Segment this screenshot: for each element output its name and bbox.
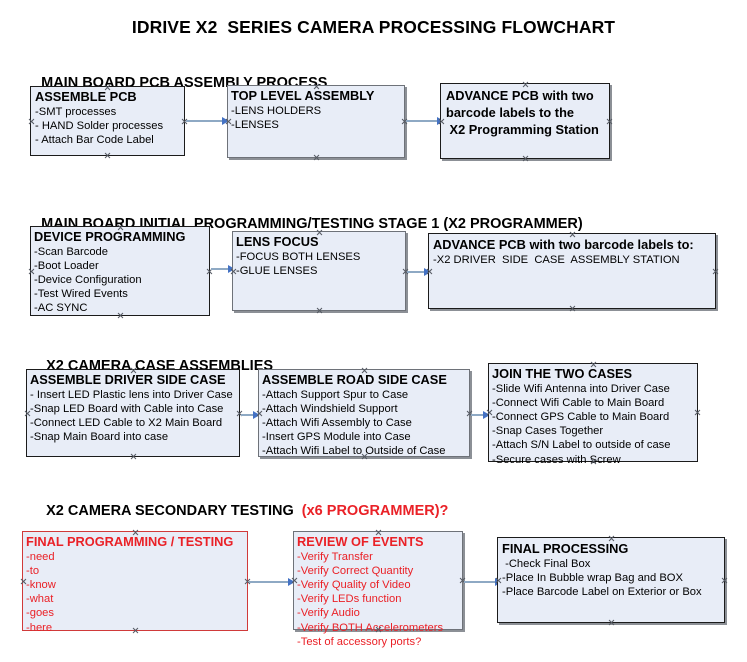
node-line: -SMT processes — [35, 105, 117, 118]
node-device-programming[interactable]: DEVICE PROGRAMMING -Scan Barcode -Boot L… — [30, 226, 210, 316]
node-line: -Place In Bubble wrap Bag and BOX — [502, 571, 683, 584]
section-heading-4: X2 CAMERA SECONDARY TESTING (x6 PROGRAMM… — [30, 487, 448, 535]
node-line: -AC SYNC — [34, 302, 88, 315]
connector-arrow — [186, 120, 225, 122]
node-line: -Attach S/N Label to outside of case — [492, 439, 671, 452]
page-title: IDRIVE X2 SERIES CAMERA PROCESSING FLOWC… — [131, 17, 616, 37]
node-line: -Verify Quality of Video — [297, 578, 411, 591]
node-lens-focus[interactable]: LENS FOCUS -FOCUS BOTH LENSES -GLUE LENS… — [232, 231, 406, 311]
connector-arrow — [464, 581, 500, 583]
node-line: -FOCUS BOTH LENSES — [236, 250, 361, 263]
resize-handle-bottom[interactable] — [313, 154, 320, 161]
node-title: FINAL PROCESSING — [502, 541, 629, 556]
node-top-level-assembly[interactable]: TOP LEVEL ASSEMBLY -LENS HOLDERS -LENSES — [227, 85, 405, 158]
connector-arrow — [471, 414, 488, 416]
node-line: - Attach Bar Code Label — [35, 133, 154, 146]
node-line: -GLUE LENSES — [236, 264, 318, 277]
node-advance-pcb-to-programming-station[interactable]: ADVANCE PCB with two barcode labels to t… — [440, 83, 610, 159]
connector-arrow — [406, 120, 442, 122]
node-line: -Verify BOTH Accelerometers — [297, 621, 444, 634]
node-join-the-two-cases[interactable]: JOIN THE TWO CASES -Slide Wifi Antenna i… — [488, 363, 698, 466]
node-title: FINAL PROGRAMMING / TESTING — [26, 534, 234, 549]
connector-arrow — [249, 581, 292, 583]
arrowhead-icon — [222, 116, 229, 125]
node-line: -Scan Barcode — [34, 245, 109, 258]
node-line: -what — [26, 593, 54, 606]
resize-handle-bottom[interactable] — [522, 155, 529, 162]
node-line: -Connect LED Cable to X2 Main Board — [30, 416, 223, 429]
node-line: -goes — [26, 607, 54, 620]
resize-handle-right[interactable] — [712, 268, 719, 275]
node-assemble-pcb[interactable]: ASSEMBLE PCB -SMT processes - HAND Solde… — [30, 86, 185, 156]
node-line: -Verify Transfer — [297, 550, 373, 563]
arrowhead-icon — [424, 267, 431, 276]
node-line: -Attach Wifi Label to Outside of Case — [262, 445, 446, 458]
node-line: -Connect Wifi Cable to Main Board — [492, 396, 665, 409]
node-title: DEVICE PROGRAMMING — [34, 229, 186, 244]
node-title: LENS FOCUS — [236, 234, 319, 249]
node-title: ASSEMBLE ROAD SIDE CASE — [262, 372, 447, 387]
node-line: -LENS HOLDERS — [231, 104, 322, 117]
connector-arrow — [407, 271, 429, 273]
connector-arrow — [211, 268, 233, 270]
node-title: JOIN THE TWO CASES — [492, 366, 633, 381]
arrowhead-icon — [228, 264, 235, 273]
node-line: -Attach Support Spur to Case — [262, 388, 409, 401]
node-line: -LENSES — [231, 118, 279, 131]
resize-handle-bottom[interactable] — [608, 619, 615, 626]
node-line: -Device Configuration — [34, 273, 142, 286]
node-line: -Connect GPS Cable to Main Board — [492, 410, 670, 423]
node-title: TOP LEVEL ASSEMBLY — [231, 88, 375, 103]
resize-handle-left[interactable] — [28, 118, 35, 125]
node-title: REVIEW OF EVENTS — [297, 534, 424, 549]
connector-arrow — [241, 414, 258, 416]
node-line: - HAND Solder processes — [35, 119, 164, 132]
node-line: -Boot Loader — [34, 259, 99, 272]
node-line: -Secure cases with Screw — [492, 453, 621, 466]
node-line: - Insert LED Plastic lens into Driver Ca… — [30, 388, 233, 401]
node-final-processing[interactable]: FINAL PROCESSING -Check Final Box -Place… — [497, 537, 725, 623]
node-line: -Insert GPS Module into Case — [262, 431, 411, 444]
node-line: -Test Wired Events — [34, 288, 128, 301]
node-title: ADVANCE PCB with two barcode labels to t… — [446, 88, 599, 137]
node-line: -Verify LEDs function — [297, 593, 402, 606]
resize-handle-bottom[interactable] — [130, 453, 137, 460]
node-line: -need — [26, 550, 55, 563]
node-line: -Verify Correct Quantity — [297, 564, 414, 577]
node-review-of-events[interactable]: REVIEW OF EVENTS -Verify Transfer -Verif… — [293, 531, 463, 648]
node-line: -know — [26, 578, 56, 591]
node-line: -Check Final Box — [502, 557, 591, 570]
node-line: -Snap LED Board with Cable into Case — [30, 402, 224, 415]
node-line: -X2 DRIVER SIDE CASE ASSEMBLY STATION — [433, 253, 680, 266]
resize-handle-bottom[interactable] — [104, 152, 111, 159]
node-final-programming-testing[interactable]: FINAL PROGRAMMING / TESTING -need -to -k… — [22, 531, 248, 634]
section-heading-4-accent: (x6 PROGRAMMER)? — [297, 503, 449, 519]
resize-handle-bottom[interactable] — [316, 307, 323, 314]
arrowhead-icon — [483, 410, 490, 419]
node-line: -here — [26, 621, 53, 634]
node-assemble-road-side-case[interactable]: ASSEMBLE ROAD SIDE CASE -Attach Support … — [258, 369, 470, 457]
node-title: ADVANCE PCB with two barcode labels to: — [433, 237, 694, 252]
node-title: ASSEMBLE DRIVER SIDE CASE — [30, 372, 226, 387]
node-line: -Attach Windshield Support — [262, 402, 398, 415]
node-overflow-line: -Test of accessory ports? — [297, 635, 422, 648]
arrowhead-icon — [288, 577, 295, 586]
node-line: -Attach Wifi Assembly to Case — [262, 416, 412, 429]
node-line: -Snap Main Board into case — [30, 431, 169, 444]
node-line: -Slide Wifi Antenna into Driver Case — [492, 382, 670, 395]
node-title: ASSEMBLE PCB — [35, 89, 137, 104]
node-advance-pcb-to-driver-side-case[interactable]: ADVANCE PCB with two barcode labels to: … — [428, 233, 716, 309]
node-assemble-driver-side-case[interactable]: ASSEMBLE DRIVER SIDE CASE - Insert LED P… — [26, 369, 240, 457]
node-line: -Snap Cases Together — [492, 425, 604, 438]
node-line: -Place Barcode Label on Exterior or Box — [502, 585, 702, 598]
node-line: -to — [26, 564, 40, 577]
arrowhead-icon — [253, 410, 260, 419]
resize-handle-bottom[interactable] — [569, 305, 576, 312]
section-heading-4-text: X2 CAMERA SECONDARY TESTING — [46, 503, 298, 519]
node-line: -Verify Audio — [297, 607, 360, 620]
